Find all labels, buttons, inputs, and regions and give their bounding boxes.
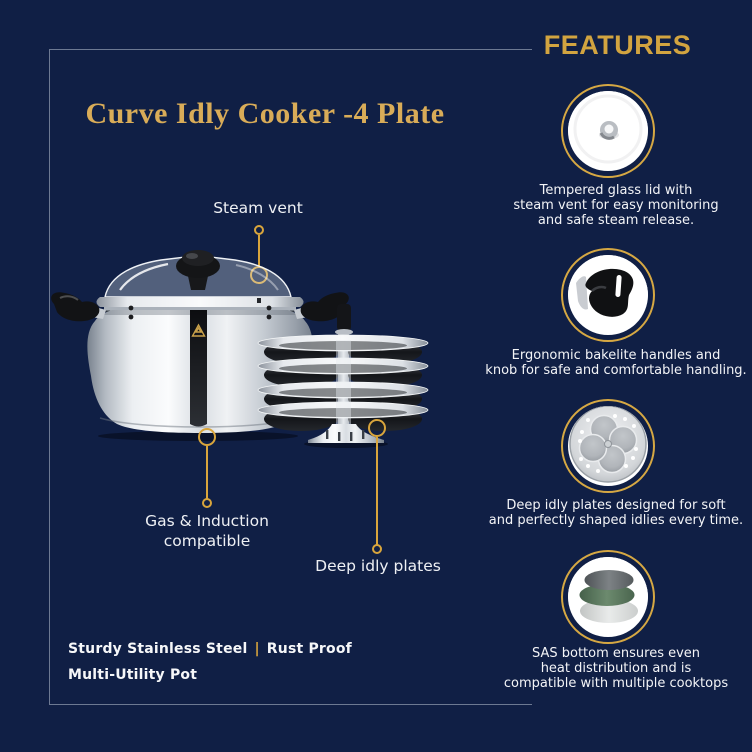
deep-idly-dot-marker — [372, 544, 382, 554]
lid-rim — [96, 297, 304, 307]
pot-reflection-stripe — [190, 310, 207, 427]
glass-lid-icon — [568, 91, 648, 171]
feature-item-glass-lid — [561, 84, 655, 178]
feature-text-idly-plate: Deep idly plates designed for soft and p… — [488, 498, 744, 528]
right-handle — [294, 292, 349, 322]
pot — [51, 250, 349, 433]
footer-claim-line2: Multi-Utility Pot — [68, 667, 198, 683]
deep-idly-callout-line — [376, 437, 378, 545]
sas-bottom-icon — [568, 557, 648, 637]
gas-induction-label: Gas & Induction compatible — [145, 512, 269, 550]
deep-idly-ring-marker — [368, 419, 386, 437]
stand-grip — [337, 304, 351, 331]
decorative-frame — [49, 49, 532, 705]
features-heading: FEATURES — [543, 30, 692, 60]
feature-item-sas-bottom — [561, 550, 655, 644]
steam-vent-callout-line — [258, 235, 260, 267]
brand-logo-icon — [191, 323, 206, 337]
idly-plate — [257, 401, 429, 431]
idly-cooker-product-image — [51, 250, 429, 448]
idly-plate-stack — [257, 304, 429, 443]
left-handle — [51, 292, 106, 322]
gas-induction-ring-marker — [198, 428, 216, 446]
deep-idly-label: Deep idly plates — [315, 557, 441, 575]
feature-text-glass-lid: Tempered glass lid with steam vent for e… — [513, 183, 719, 228]
bakelite-handle-icon — [568, 255, 648, 335]
footer-divider: | — [254, 641, 260, 657]
feature-text-sas-bottom: SAS bottom ensures even heat distributio… — [503, 646, 729, 691]
steam-vent-label: Steam vent — [213, 199, 303, 217]
idly-plate-icon — [568, 406, 648, 486]
footer-claim-line1: Sturdy Stainless Steel | Rust Proof — [68, 641, 352, 657]
feature-item-idly-plate — [561, 399, 655, 493]
footer-claim-rustproof: Rust Proof — [266, 641, 352, 657]
stand-base — [308, 424, 384, 443]
feature-item-bakelite-handle — [561, 248, 655, 342]
lid-knob — [176, 250, 220, 290]
steam-vent-dot-marker — [254, 225, 264, 235]
footer-claim-steel: Sturdy Stainless Steel — [68, 641, 248, 657]
steam-vent-ring-marker — [250, 266, 268, 284]
feature-text-bakelite-handle: Ergonomic bakelite handles and knob for … — [485, 348, 747, 378]
gas-induction-callout-line — [206, 446, 208, 499]
idly-plate — [257, 357, 429, 387]
stand-rod — [338, 328, 349, 428]
gas-induction-dot-marker — [202, 498, 212, 508]
page-title: Curve Idly Cooker -4 Plate — [85, 97, 445, 130]
